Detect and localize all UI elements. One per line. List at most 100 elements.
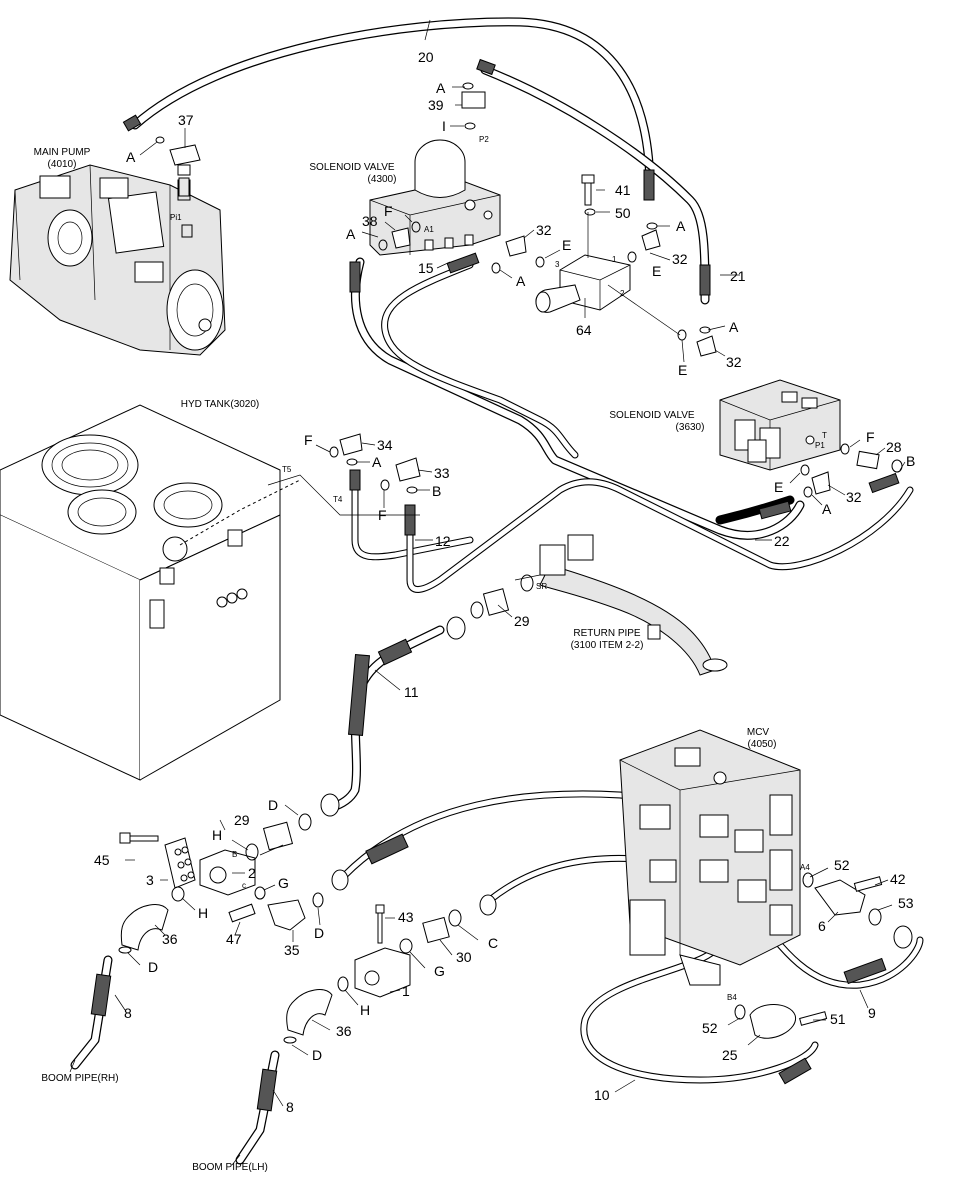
callout-A: A — [436, 80, 446, 96]
port-t4: T4 — [333, 495, 343, 504]
callout-D: D — [314, 925, 324, 941]
port-c: c — [242, 881, 246, 890]
callout-E: E — [774, 479, 783, 495]
callout-1: 1 — [402, 983, 410, 999]
callout-25: 25 — [722, 1047, 738, 1063]
callout-33: 33 — [434, 465, 450, 481]
callout-F: F — [304, 432, 313, 448]
port-t5: T5 — [282, 465, 292, 474]
callout-29: 29 — [514, 613, 530, 629]
label-solenoid-3630-ref: (3630) — [676, 422, 705, 433]
callout-D: D — [148, 959, 158, 975]
callout-38: 38 — [362, 213, 378, 229]
port-t: T — [822, 431, 827, 440]
callout-41: 41 — [615, 182, 631, 198]
solenoid-valve-4300 — [369, 139, 501, 256]
callout-53: 53 — [898, 895, 914, 911]
callout-E: E — [562, 237, 571, 253]
port-b4: B4 — [727, 993, 737, 1002]
hose-crimps — [90, 58, 900, 1112]
callout-51: 51 — [830, 1011, 846, 1027]
port-p1: P1 — [815, 441, 825, 450]
callout-9: 9 — [868, 1005, 876, 1021]
callout-8: 8 — [286, 1099, 294, 1115]
callout-32: 32 — [672, 251, 688, 267]
callout-52: 52 — [834, 857, 850, 873]
label-mcv: MCV — [747, 727, 770, 738]
callout-34: 34 — [377, 437, 393, 453]
callout-I: I — [442, 118, 446, 134]
mcv — [619, 729, 801, 986]
callout-A: A — [729, 319, 739, 335]
callout-43: 43 — [398, 909, 414, 925]
solenoid-valve-3630 — [719, 379, 841, 471]
callout-64: 64 — [576, 322, 592, 338]
hose-12 — [406, 478, 914, 593]
label-main-pump: MAIN PUMP — [34, 147, 91, 158]
part-callouts: 20 A 39 I 37 A 41 50 A 38 F A 32 E 32 15… — [94, 49, 915, 1115]
label-boom-pipe-rh: BOOM PIPE(RH) — [41, 1073, 118, 1084]
label-main-pump-ref: (4010) — [48, 159, 77, 170]
port-labels: P2 Pi1 A1 3 1 2 T P1 T5 T4 SR B c A4 B4 — [170, 135, 827, 1002]
callout-G: G — [434, 963, 445, 979]
callout-32: 32 — [536, 222, 552, 238]
label-boom-pipe-lh: BOOM PIPE(LH) — [192, 1162, 268, 1173]
port-3: 3 — [555, 260, 560, 269]
label-return-pipe: RETURN PIPE — [573, 628, 641, 639]
callout-45: 45 — [94, 852, 110, 868]
callout-42: 42 — [890, 871, 906, 887]
hyd-tank — [0, 404, 301, 781]
label-hyd-tank: HYD TANK(3020) — [181, 399, 260, 410]
callout-A: A — [822, 501, 832, 517]
label-return-pipe-ref: (3100 ITEM 2-2) — [571, 640, 644, 651]
port-p2: P2 — [479, 135, 489, 144]
callout-F: F — [384, 203, 393, 219]
callout-G: G — [278, 875, 289, 891]
callout-37: 37 — [178, 112, 194, 128]
callout-35: 35 — [284, 942, 300, 958]
label-solenoid-4300: SOLENOID VALVE — [309, 162, 395, 173]
callout-A: A — [676, 218, 686, 234]
label-mcv-ref: (4050) — [748, 739, 777, 750]
callout-E: E — [678, 362, 687, 378]
callout-3: 3 — [146, 872, 154, 888]
label-solenoid-4300-ref: (4300) — [368, 174, 397, 185]
callout-15: 15 — [418, 260, 434, 276]
callout-47: 47 — [226, 931, 242, 947]
callout-E: E — [652, 263, 661, 279]
port-a1: A1 — [424, 225, 434, 234]
callout-20: 20 — [418, 49, 434, 65]
callout-8: 8 — [124, 1005, 132, 1021]
callout-39: 39 — [428, 97, 444, 113]
callout-H: H — [360, 1002, 370, 1018]
callout-2: 2 — [248, 865, 256, 881]
port-1: 1 — [612, 255, 617, 264]
callout-F: F — [866, 429, 875, 445]
o-rings — [118, 82, 903, 1044]
callout-30: 30 — [456, 949, 472, 965]
callout-36: 36 — [336, 1023, 352, 1039]
block-64 — [535, 254, 631, 313]
callout-28: 28 — [886, 439, 902, 455]
callout-36: 36 — [162, 931, 178, 947]
callout-D: D — [312, 1047, 322, 1063]
callout-H: H — [198, 905, 208, 921]
callout-11: 11 — [404, 684, 419, 700]
callout-D: D — [268, 797, 278, 813]
callout-10: 10 — [594, 1087, 610, 1103]
callout-32: 32 — [846, 489, 862, 505]
port-b: B — [232, 850, 237, 859]
callout-F: F — [378, 507, 387, 523]
callout-B: B — [432, 483, 441, 499]
callout-21: 21 — [730, 268, 746, 284]
callout-B: B — [906, 453, 915, 469]
callout-22: 22 — [774, 533, 790, 549]
callout-H: H — [212, 827, 222, 843]
callout-29: 29 — [234, 812, 250, 828]
callout-52: 52 — [702, 1020, 718, 1036]
callout-32: 32 — [726, 354, 742, 370]
port-2: 2 — [620, 289, 625, 298]
leader-lines — [69, 19, 906, 1166]
